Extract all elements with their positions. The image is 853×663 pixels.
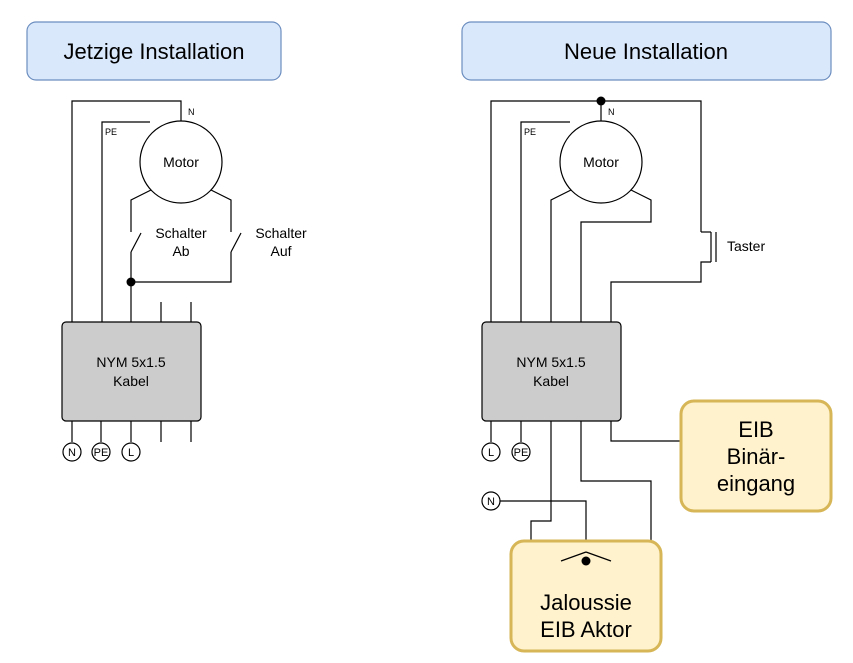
right-motor-label: Motor — [583, 154, 619, 170]
left-title: Jetzige Installation — [64, 39, 245, 64]
left-switch-down — [130, 232, 142, 253]
svg-text:N: N — [487, 496, 495, 508]
left-switch-up — [230, 232, 242, 253]
left-wire-pe — [101, 121, 150, 322]
left-switch-down-label-2: Ab — [172, 243, 189, 259]
right-wire-pe — [520, 121, 570, 322]
left-motor-label: Motor — [163, 154, 199, 170]
right-junction-n — [596, 96, 606, 106]
left-terminal-l — [121, 442, 141, 462]
svg-text:PE: PE — [94, 447, 109, 459]
eib-binary-input — [679, 399, 833, 513]
right-lead-2 — [580, 189, 652, 322]
left-wire-n — [71, 100, 182, 322]
right-wire-n — [490, 100, 702, 322]
svg-text:Binär-: Binär- — [727, 444, 786, 469]
left-n-label: N — [188, 107, 195, 117]
right-n-label: N — [608, 107, 615, 117]
right-terminal-n — [481, 491, 501, 511]
left-title-box — [26, 21, 282, 81]
actuator-contact-1 — [560, 551, 587, 562]
right-taster-label: Taster — [727, 238, 765, 254]
left-switch-up-label-2: Auf — [270, 243, 291, 259]
right-title-box — [461, 21, 832, 81]
svg-text:N: N — [68, 447, 76, 459]
left-terminal-n — [62, 442, 82, 462]
right-cable-label-1: NYM 5x1.5 — [516, 354, 585, 370]
actuator-junction — [581, 556, 591, 566]
left-switch-down-label-1: Schalter — [155, 225, 207, 241]
right-terminal-pe — [511, 442, 531, 462]
left-cable-label-2: Kabel — [113, 373, 149, 389]
svg-text:Jaloussie: Jaloussie — [540, 590, 632, 615]
actuator-contact-2 — [585, 551, 612, 562]
left-diagram: Jetzige Installation Motor N PE Schalter… — [26, 21, 307, 462]
left-terminal-pe — [91, 442, 111, 462]
right-pe-label: PE — [524, 127, 536, 137]
svg-text:eingang: eingang — [717, 471, 795, 496]
svg-text:L: L — [128, 447, 134, 459]
left-switch-up-label-1: Schalter — [255, 225, 307, 241]
svg-text:L: L — [488, 447, 494, 459]
svg-text:PE: PE — [514, 447, 529, 459]
eib-actuator — [509, 539, 663, 653]
right-cable — [481, 321, 622, 422]
right-diagram: Neue Installation Motor N PE Taster NYM … — [461, 21, 833, 653]
left-lead-up — [210, 189, 232, 232]
left-pe-label: PE — [105, 127, 117, 137]
svg-text:EIB Aktor: EIB Aktor — [540, 617, 632, 642]
left-lead-down — [130, 189, 152, 232]
left-cable — [61, 321, 202, 422]
left-cable-label-1: NYM 5x1.5 — [96, 354, 165, 370]
right-lead-1 — [550, 189, 572, 322]
right-title: Neue Installation — [564, 39, 728, 64]
right-wire-taster — [610, 261, 711, 322]
right-terminal-l — [481, 442, 501, 462]
left-junction — [126, 277, 136, 287]
right-wire-binary — [610, 421, 681, 442]
right-cable-label-2: Kabel — [533, 373, 569, 389]
svg-text:EIB: EIB — [738, 417, 773, 442]
